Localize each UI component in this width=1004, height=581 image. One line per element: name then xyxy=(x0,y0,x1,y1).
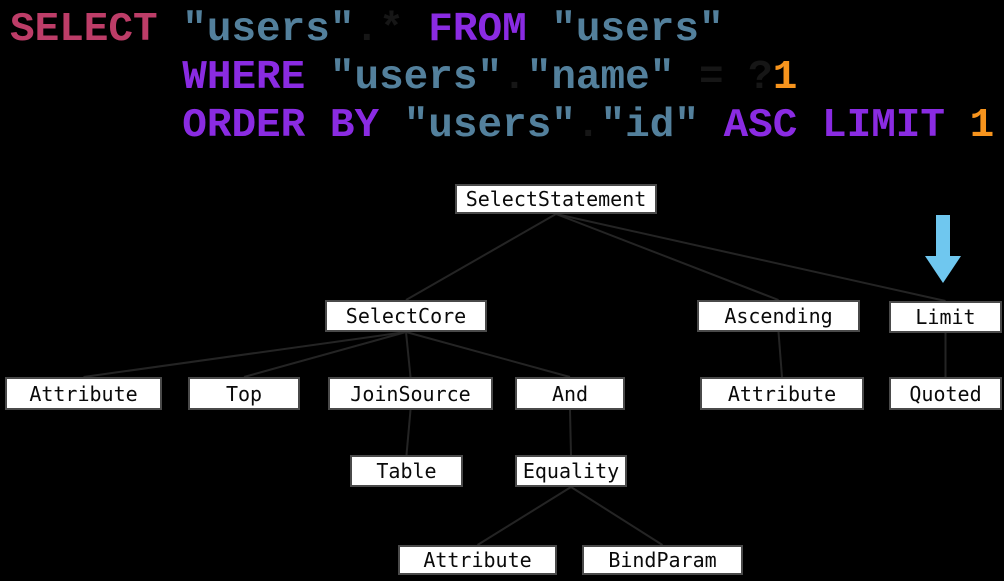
tree-node-label: And xyxy=(551,381,589,406)
sql-line: SELECT "users".* FROM "users" xyxy=(10,6,994,54)
sql-token: "users" xyxy=(182,7,355,53)
tree-node-label: Attribute xyxy=(727,381,837,406)
sql-token: 1 xyxy=(969,103,995,149)
limit-pointer-arrow-icon xyxy=(925,215,961,283)
sql-query-code: SELECT "users".* FROM "users" WHERE "use… xyxy=(10,6,994,150)
tree-node-label: Ascending xyxy=(724,304,833,328)
sql-token: "users" xyxy=(403,103,576,149)
edge-select-core-to-top xyxy=(243,331,407,378)
tree-node-label: JoinSource xyxy=(350,381,471,406)
tree-node-equality: Equality xyxy=(515,455,627,487)
sql-token: 1 xyxy=(772,55,798,101)
sql-token: "users" xyxy=(329,55,503,101)
sql-token: . xyxy=(502,55,527,101)
sql-token: WHERE xyxy=(182,55,306,101)
sql-token: SELECT xyxy=(10,7,158,53)
edge-and-to-equality xyxy=(569,409,572,456)
tree-node-label: Quoted xyxy=(909,381,982,406)
sql-token: "id" xyxy=(600,103,699,149)
sql-line: ORDER BY "users"."id" ASC LIMIT 1 xyxy=(10,102,994,150)
tree-node-attribute-order: Attribute xyxy=(700,377,864,410)
tree-node-and: And xyxy=(515,377,625,410)
tree-node-table: Table xyxy=(350,455,463,487)
tree-node-join-source: JoinSource xyxy=(328,377,493,410)
sql-token: .* xyxy=(354,7,404,53)
edge-equality-to-attribute-where xyxy=(476,486,572,546)
tree-node-label: SelectCore xyxy=(345,304,467,328)
sql-token: ORDER BY xyxy=(182,103,380,149)
tree-node-select-statement: SelectStatement xyxy=(455,184,657,214)
tree-node-attribute-projection: Attribute xyxy=(5,377,162,410)
tree-node-quoted: Quoted xyxy=(889,377,1002,410)
sql-token: . xyxy=(575,103,601,149)
edge-select-core-to-join-source xyxy=(405,331,412,378)
tree-node-label: Attribute xyxy=(29,381,138,406)
edge-select-core-to-attribute-projection xyxy=(83,331,407,378)
sql-token: ASC xyxy=(723,103,798,149)
edge-select-statement-to-select-core xyxy=(405,213,557,301)
sql-token: LIMIT xyxy=(821,103,946,149)
tree-node-bind-param: BindParam xyxy=(582,545,743,575)
tree-node-select-core: SelectCore xyxy=(325,300,487,332)
tree-node-label: Table xyxy=(376,459,437,483)
edge-join-source-to-table xyxy=(405,409,412,456)
edge-equality-to-bind-param xyxy=(570,486,664,546)
tree-node-label: SelectStatement xyxy=(465,187,647,211)
tree-node-top: Top xyxy=(188,377,300,410)
tree-node-label: Attribute xyxy=(423,548,532,572)
sql-token: "name" xyxy=(526,55,675,101)
tree-node-attribute-where: Attribute xyxy=(398,545,557,575)
sql-token: = ? xyxy=(674,55,773,101)
edge-ascending-to-attribute-order xyxy=(777,331,783,378)
tree-node-ascending: Ascending xyxy=(697,300,860,332)
tree-node-label: Equality xyxy=(522,459,620,483)
sql-line: WHERE "users"."name" = ?1 xyxy=(10,54,994,102)
tree-node-label: Top xyxy=(225,381,263,406)
tree-node-limit: Limit xyxy=(889,301,1002,333)
sql-token: "users" xyxy=(551,7,724,53)
tree-node-label: Limit xyxy=(915,305,976,329)
edge-select-statement-to-ascending xyxy=(555,213,779,301)
edge-select-core-to-and xyxy=(405,331,571,378)
edge-select-statement-to-limit xyxy=(555,213,946,302)
sql-token: FROM xyxy=(428,7,527,53)
tree-node-label: BindParam xyxy=(608,548,717,572)
